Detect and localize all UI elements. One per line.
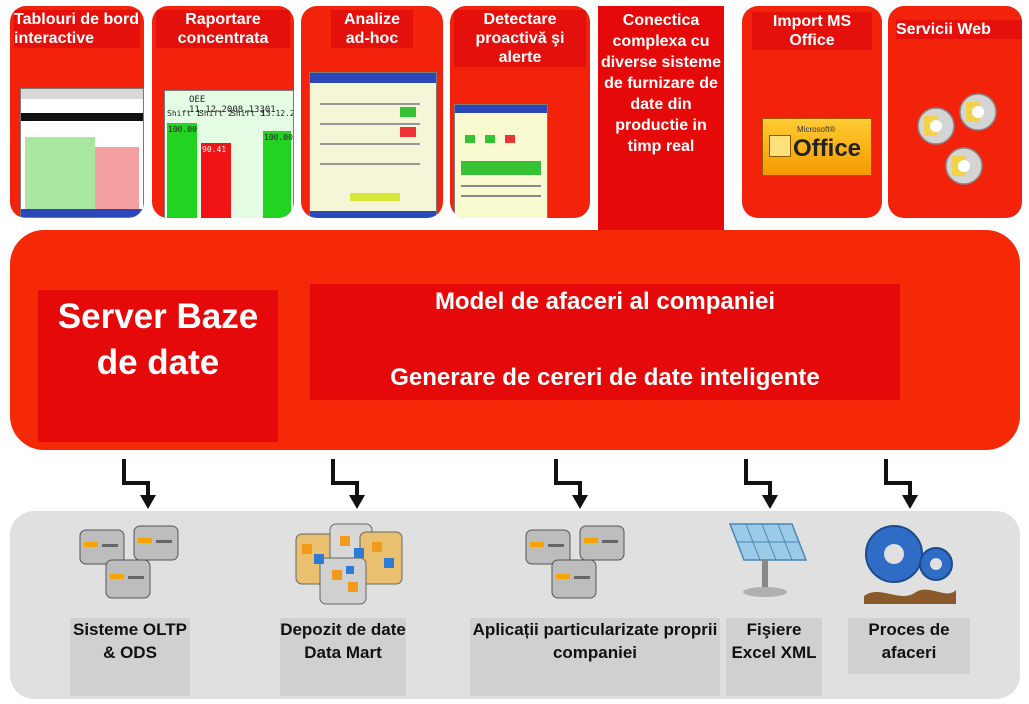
connector-bolt <box>554 459 588 509</box>
bottom-label-datamart: Depozit de date Data Mart <box>280 618 406 696</box>
card-adhoc: Analize ad-hoc <box>301 6 443 218</box>
connector-bolt <box>331 459 365 509</box>
bottom-label-business-process: Proces de afaceri <box>848 618 970 674</box>
connector-bolt <box>744 459 778 509</box>
connector-bolt <box>122 459 156 509</box>
solar-panel-icon <box>728 523 808 597</box>
dashboard-screenshot <box>20 88 144 218</box>
bottom-label-custom-apps: Aplicații particularizate proprii compan… <box>470 618 720 696</box>
card-reporting: Raportare concentrata OEE 11.12.2008,133… <box>152 6 294 218</box>
bar-shift-3 <box>263 131 291 218</box>
database-cluster-icon <box>79 525 179 599</box>
report-screenshot: OEE 11.12.2008,13301 Shift 1 Shift 2 Shi… <box>164 90 294 218</box>
business-model-label: Model de afaceri al companiei <box>434 288 776 315</box>
connector-bolt <box>884 459 918 509</box>
card-title: Analize ad-hoc <box>331 10 413 48</box>
query-generation-label: Generare de cereri de date inteligente <box>390 364 820 391</box>
card-alerts: Detectare proactivă şi alerte <box>450 6 590 218</box>
card-title: Servicii Web <box>896 20 1022 39</box>
database-cluster-icon <box>525 525 625 599</box>
card-title: Conectica complexa cu diverse sisteme de… <box>600 12 722 155</box>
report-header: OEE 11.12.2008,13301 <box>189 95 276 115</box>
server-box: Server Baze de date <box>38 290 278 442</box>
business-model-box: Model de afaceri al companiei Generare d… <box>310 284 900 400</box>
card-connectivity: Conectica complexa cu diverse sisteme de… <box>598 6 724 242</box>
card-web-services: Servicii Web <box>888 6 1022 218</box>
adhoc-screenshot <box>309 72 437 218</box>
card-dashboards: Tablouri de bord interactive <box>10 6 144 218</box>
card-ms-office: Import MS Office Microsoft® Office <box>742 6 882 218</box>
card-title: Import MS Office <box>752 12 872 50</box>
office-logo-icon: Microsoft® Office <box>762 118 872 176</box>
bar-shift-2 <box>201 143 231 218</box>
bottom-label-oltp: Sisteme OLTP & ODS <box>70 618 190 696</box>
gears-icon <box>917 93 997 185</box>
bar-shift-1 <box>167 123 197 218</box>
gears-icon <box>864 525 956 604</box>
data-mart-icon <box>295 523 403 605</box>
card-title: Raportare concentrata <box>156 10 290 48</box>
alerts-screenshot <box>454 104 548 218</box>
card-title: Tablouri de bord interactive <box>14 10 140 48</box>
bottom-label-files: Fişiere Excel XML <box>726 618 822 696</box>
server-label: Server Baze de date <box>57 297 259 382</box>
card-title: Detectare proactivă şi alerte <box>454 10 586 67</box>
